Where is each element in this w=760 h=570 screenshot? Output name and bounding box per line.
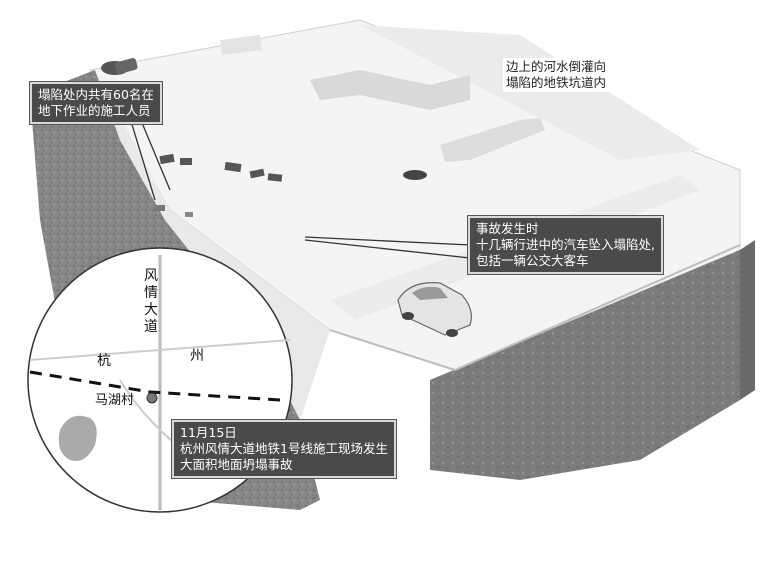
- water-arrow: [310, 70, 470, 110]
- metro-line: [29, 370, 281, 402]
- map-city-label-left: 杭: [97, 353, 111, 369]
- callout-line: 塌陷处内共有60名在: [38, 87, 154, 102]
- callout-line: 地下作业的施工人员: [38, 103, 151, 118]
- note-river-water: 边上的河水倒灌向 塌陷的地铁坑道内: [503, 58, 610, 92]
- note-line: 边上的河水倒灌向: [506, 59, 607, 74]
- map-road-label: 风情大道: [144, 268, 158, 335]
- surface-edge: [329, 244, 741, 372]
- callout-line: 事故发生时: [476, 221, 539, 236]
- callout-date-event: 11月15日 杭州风情大道地铁1号线施工现场发生 大面积地面坍塌事故: [172, 420, 396, 478]
- callout-line: 杭州风情大道地铁1号线施工现场发生: [180, 441, 388, 456]
- pointer-lines: [129, 117, 471, 259]
- callout-line: 十几辆行进中的汽车坠入塌陷处,: [476, 237, 655, 252]
- map-village-label: 马湖村: [95, 393, 135, 408]
- map-lake: [58, 415, 97, 461]
- map-city-label-right: 州: [190, 348, 204, 364]
- note-line: 塌陷的地铁坑道内: [506, 75, 607, 90]
- car-icon: [397, 282, 472, 337]
- water-arrow: [440, 118, 545, 162]
- village-marker: [146, 392, 158, 404]
- callout-line: 大面积地面坍塌事故: [180, 457, 293, 472]
- water-arrow: [220, 35, 262, 55]
- callout-line: 包括一辆公交大客车: [476, 253, 589, 268]
- road-strip: [360, 25, 700, 160]
- callout-workers: 塌陷处内共有60名在 地下作业的施工人员: [30, 82, 162, 124]
- callout-vehicles: 事故发生时 十几辆行进中的汽车坠入塌陷处, 包括一辆公交大客车: [468, 216, 663, 274]
- cross-section-side: [740, 240, 755, 400]
- fallen-bus: [114, 58, 138, 74]
- callout-line: 11月15日: [180, 425, 237, 440]
- map-road: [29, 339, 291, 361]
- cross-section-front: [430, 250, 740, 480]
